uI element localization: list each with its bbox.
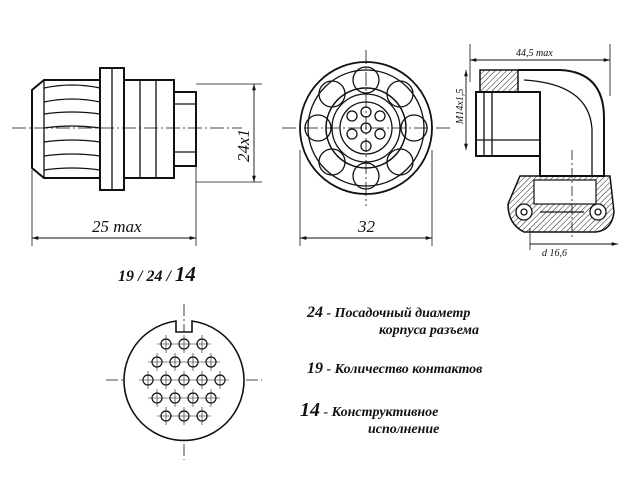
designation-diameter: 24 [146, 268, 163, 285]
legend-dash: - [323, 362, 335, 377]
legend-item-contacts: 19 - Количество контактов [307, 360, 482, 378]
angle-view [464, 44, 618, 250]
legend-dash: - [320, 405, 332, 420]
legend-text-line1: Конструктивное [331, 405, 439, 420]
legend-text-line1: Посадочный диаметр [334, 306, 471, 321]
contact-layout-view [106, 304, 262, 460]
angle-thread-label: M14x1,5 [455, 89, 466, 125]
legend-item-diameter: 24 - Посадочный диаметр корпуса разъема [307, 304, 479, 339]
legend-text-line1: Количество контактов [334, 362, 483, 377]
designation-sep1: / [134, 268, 147, 285]
side-view [12, 67, 262, 246]
legend-code: 19 [307, 360, 323, 377]
contact-pins [139, 335, 229, 425]
designation-contacts: 19 [118, 268, 134, 285]
angle-length-label: 44,5 max [516, 48, 553, 59]
legend-code: 14 [300, 399, 320, 421]
angle-diameter-label: d 16,6 [542, 248, 567, 259]
legend-code: 24 [307, 304, 323, 321]
legend-text-line2: корпуса разъема [379, 323, 480, 338]
legend-item-version: 14 - Конструктивное исполнение [300, 399, 440, 438]
legend-dash: - [323, 306, 335, 321]
designation-code: 19 / 24 / 14 [118, 262, 196, 287]
designation-sep2: / [162, 268, 175, 285]
side-width-label: 25 max [92, 217, 142, 236]
side-height-label: 24x1 [234, 129, 253, 162]
front-diameter-label: 32 [357, 217, 376, 236]
front-view [282, 50, 452, 246]
legend-text-line2: исполнение [368, 422, 440, 437]
designation-version: 14 [174, 262, 196, 286]
